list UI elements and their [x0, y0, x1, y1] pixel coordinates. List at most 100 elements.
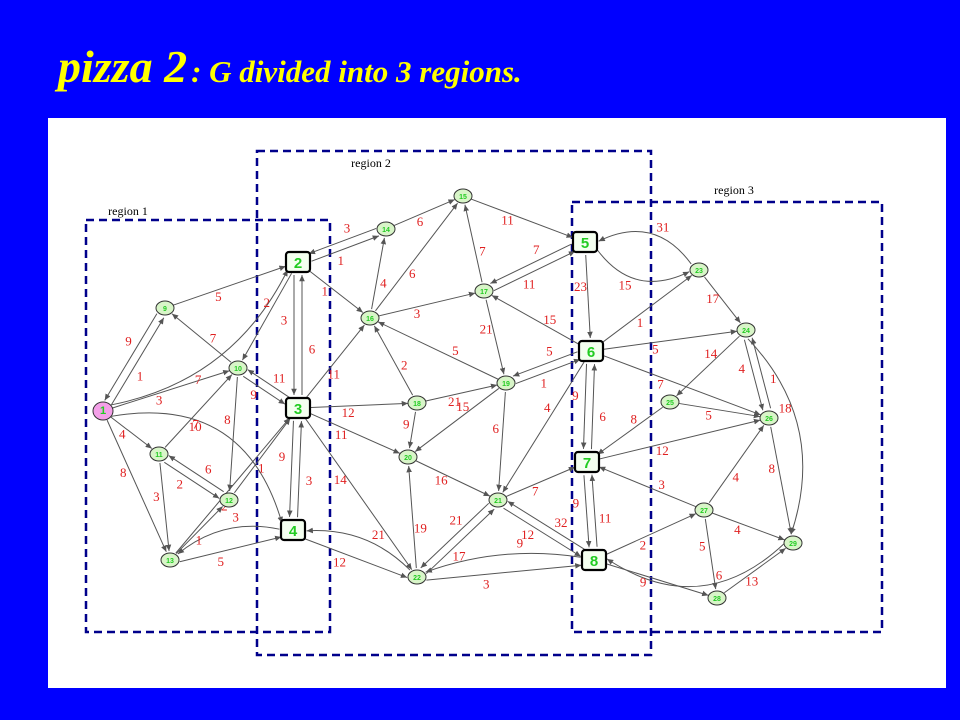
edge-24-26	[743, 339, 764, 411]
node-label-11: 11	[155, 452, 163, 459]
node-label-15: 15	[459, 194, 467, 201]
edge-27-29	[712, 512, 785, 541]
edge-10-3	[242, 375, 286, 405]
node-24: 24	[736, 322, 756, 338]
edge-label-8-21: 32	[555, 515, 568, 530]
node-label-13: 13	[166, 558, 174, 565]
edge-label-6-24: 5	[652, 341, 659, 356]
edge-label-12-3: 1	[258, 461, 265, 476]
edge-label-1-11: 4	[119, 427, 126, 442]
edge-25-7	[597, 406, 663, 455]
edge-label-18-20: 9	[403, 417, 410, 432]
edge-label-27-29: 4	[734, 522, 741, 537]
edge-7-26	[599, 418, 761, 460]
edge-6-7	[580, 363, 588, 449]
edge-label-2-10: 2	[264, 295, 271, 310]
edge-12-3	[234, 418, 291, 494]
node-label-6: 6	[587, 344, 595, 361]
edge-26-24	[751, 337, 772, 409]
edge-4-22	[303, 537, 408, 579]
node-label-16: 16	[366, 316, 374, 323]
region-2-label: region 2	[351, 156, 391, 170]
slide-title: pizza 2 : G divided into 3 regions.	[58, 40, 522, 93]
edge-label-6-7: 9	[572, 388, 579, 403]
edge-label-2-16: 1	[321, 284, 328, 299]
edge-label-18-16: 2	[401, 357, 408, 372]
node-14: 14	[376, 221, 396, 237]
edge-label-25-7: 8	[631, 412, 638, 427]
edge-label-27-28: 5	[699, 539, 706, 554]
edge-label-21-22: 21	[450, 513, 463, 528]
node-25: 25	[660, 394, 680, 410]
edge-9-2	[173, 265, 286, 306]
edge-18-20	[407, 411, 417, 449]
edge-label-9-1: 9	[125, 333, 132, 348]
node-1: 1	[92, 401, 114, 421]
edge-1-10	[112, 369, 230, 409]
node-label-12: 12	[225, 498, 233, 505]
edge-27-26	[708, 425, 765, 503]
node-17: 17	[474, 283, 494, 299]
node-label-5: 5	[581, 235, 589, 252]
edge-17-15	[463, 204, 483, 283]
edge-25-26	[678, 402, 761, 419]
node-8: 8	[580, 548, 608, 572]
edge-label-6-23: 1	[637, 315, 644, 330]
edge-label-6-21: 4	[544, 400, 551, 415]
node-label-14: 14	[382, 227, 390, 234]
edge-label-9-2: 5	[215, 289, 222, 304]
edge-label-24-25: 14	[704, 346, 718, 361]
edge-14-15	[394, 199, 455, 226]
edge-label-5-23: 15	[619, 278, 632, 293]
edge-6-17	[491, 294, 580, 346]
edge-19-20	[414, 388, 500, 452]
node-label-2: 2	[294, 255, 302, 272]
edge-label-26-24: 1	[770, 371, 777, 386]
edge-label-16-14: 4	[380, 275, 387, 290]
edge-18-19	[425, 383, 498, 402]
edge-label-6-26: 7	[657, 377, 664, 392]
node-19: 19	[496, 375, 516, 391]
edge-23-5	[598, 231, 692, 265]
edge-2-14	[311, 235, 380, 262]
node-10: 10	[228, 360, 248, 376]
edge-5-6	[585, 254, 593, 339]
edge-3-10	[247, 369, 290, 398]
edge-21-7	[506, 466, 576, 497]
edge-10-12	[227, 376, 238, 492]
edge-22-4	[306, 527, 411, 571]
edge-5-23	[596, 248, 690, 282]
edge-label-17-19: 21	[480, 322, 493, 337]
edge-7-6	[590, 364, 598, 450]
node-label-9: 9	[163, 306, 167, 313]
edge-1-13	[106, 419, 167, 552]
node-7: 7	[573, 450, 601, 474]
edge-label-1-2: 7	[195, 372, 202, 387]
title-main: pizza 2	[58, 41, 188, 92]
edge-label-3-4: 9	[279, 449, 286, 464]
node-label-26: 26	[765, 416, 773, 423]
edge-6-19	[512, 351, 578, 377]
edge-17-19	[485, 299, 506, 375]
edge-label-24-26: 4	[738, 361, 745, 376]
edge-label-16-17: 3	[414, 306, 421, 321]
node-2: 2	[284, 250, 312, 274]
node-15: 15	[453, 188, 473, 204]
node-label-27: 27	[700, 508, 708, 515]
edge-label-10-3: 9	[250, 387, 257, 402]
edge-11-10	[164, 374, 233, 448]
edge-5-17	[490, 243, 572, 284]
edge-8-7	[589, 474, 598, 547]
edge-24-25	[676, 335, 740, 397]
node-9: 9	[155, 300, 175, 316]
edge-label-7-6: 6	[599, 409, 606, 424]
node-11: 11	[149, 446, 169, 462]
edge-3-16	[305, 324, 365, 399]
node-4: 4	[279, 518, 307, 542]
region-2-box	[255, 149, 653, 657]
edge-13-12	[175, 506, 224, 554]
region-1-label: region 1	[108, 204, 148, 218]
edge-26-29	[770, 426, 793, 535]
node-label-23: 23	[695, 268, 703, 275]
